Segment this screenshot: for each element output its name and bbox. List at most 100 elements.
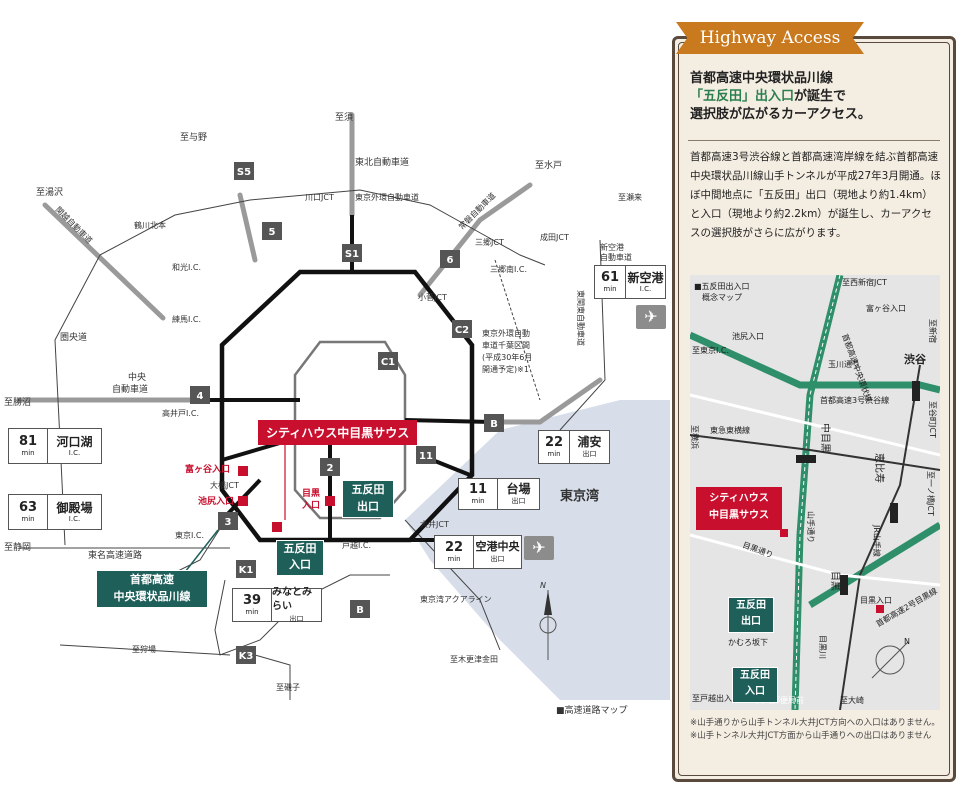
label-tohoku: 東北自動車道 [355,156,409,168]
label-kawaguchi: 川口JCT [305,193,334,202]
label-tsurugashima: 鶴川北本 [134,220,166,230]
shield-k3 [236,646,256,664]
label-aqualine: 東京湾アクアライン [420,594,492,604]
label-shimito: 至水戸 [535,159,562,171]
meguro-marker [325,496,335,506]
shield-4 [190,386,210,404]
box-num: 63 [18,500,38,515]
label-wako: 和光I.C. [172,262,201,272]
label-oi: 大井JCT [420,519,449,529]
label-shi-kisarazu: 至木更津金田 [450,654,498,664]
shield-2-text: 2 [327,463,334,474]
label-tomigaya: 富ヶ谷入口 [185,463,230,475]
compass: N [539,581,557,660]
label-tomei: 東名高速道路 [88,549,142,561]
shield-6-text: 6 [447,255,454,266]
headline-line1: 首都高速中央環状品川線 [690,71,834,86]
label-shi-katsunuma: 至勝沼 [4,396,31,408]
shield-b2-text: B [356,605,364,616]
label-shin-kuko-1: 新空港 [600,242,624,252]
entrance-line1: 五反田 [283,542,317,555]
box-sub: I.C. [68,515,81,523]
exit-line2: 出口 [357,500,379,513]
shield-11-text: 11 [419,451,433,462]
property-label: シティハウス中目黒サウス [258,420,418,445]
gotanda-entrance-label: 五反田入口 [276,540,324,576]
inset-entrance-1: 五反田 [740,670,770,681]
inset-meguro-station [840,575,848,595]
inset-label-kamurozaka: かむろ坂下 [728,637,768,647]
shield-s1-text: S1 [345,249,359,260]
box-dest: みなとみらい [272,587,312,612]
shield-c2 [452,320,472,338]
inset-route3 [690,331,940,394]
label-shisuka: 至須 [335,112,353,123]
label-gaikan-chiba-2: 車道千葉区間 [482,340,530,350]
box-num: 11 [468,482,488,497]
shield-b1 [484,414,504,432]
inset-compass: N [871,637,910,679]
airport-icon-haneda: ✈ [524,536,554,560]
label-shin-kuko-2: 自動車道 [600,252,632,262]
inset-label-tomigaya: 富ヶ谷入口 [866,303,906,313]
inset-label-ebisu: 恵比寿 [873,453,886,483]
shield-k1 [236,560,256,578]
inset-label-shinjuku: 至新宿 [928,319,938,343]
map-caption: ■高速道路マップ [556,706,628,716]
inset-label-yokohama: 至横浜 [690,425,700,449]
inset-jr-line [839,364,921,710]
headline-line2-rest: が誕生で [794,89,847,104]
inset-label-tamagawa: 玉川通り [828,359,860,369]
inset-title-1: ■五反田出入口 [694,281,750,291]
label-gaikan-chiba-1: 東京外環自動 [482,328,530,338]
panel-body: 首都高速3号渋谷線と首都高速湾岸線を結ぶ首都高速中央環状品川線山手トンネルが平成… [690,151,941,239]
box-dest: 御殿場 [56,501,93,515]
box-unit: min [21,449,35,457]
inset-property-marker [780,529,788,537]
box-unit: min [21,515,35,523]
label-togoshi: 戸越I.C. [342,540,371,550]
inset-nakameguro-station [796,455,816,463]
box-sub: 出口 [490,555,505,563]
label-chuo-2: 自動車道 [112,383,148,395]
box-unit: min [447,555,461,563]
inset-property-2: 中目黒サウス [709,510,769,521]
shield-b1-text: B [490,419,498,430]
label-bay: 東京湾 [560,488,599,504]
box-dest: 台場 [506,482,531,496]
label-meguro-2: 入口 [301,500,320,511]
shield-c1-text: C1 [381,357,395,368]
inset-meguro-ramp [876,605,884,613]
label-narita: 成田JCT [540,232,569,242]
box-num: 81 [18,434,38,449]
inset-route2 [808,522,940,608]
headline-highlight: 「五反田」出入口 [690,89,795,104]
label-misato: 三郷JCT [475,238,504,247]
box-sub: I.C. [68,449,81,457]
ikejiri-marker [238,496,248,506]
inset-label-toyoko: 東急東横線 [710,425,750,435]
property-marker [272,522,282,532]
label-tokyo-ic: 東京I.C. [175,530,204,540]
tomigaya-marker [238,466,248,476]
inset-property-1: シティハウス [709,493,769,504]
shinagawa-route-label: 首都高速中央環状品川線 [96,570,208,608]
shield-6 [440,250,460,268]
box-sub: 出口 [582,450,597,458]
label-shi-kawagoe: 至湯沢 [36,186,63,198]
label-gaikan-chiba-4: 開通予定)※1 [482,364,529,374]
label-higashi-kanto: 東関東自動車道 [576,290,586,346]
headline-line3: 選択肢が広がるカーアクセス。 [690,107,871,122]
inset-exit-2: 出口 [741,616,761,627]
panel-headline: 首都高速中央環状品川線 「五反田」出入口が誕生で 選択肢が広がるカーアクセス。 [690,70,940,124]
highway-map-svg: S5 5 S1 6 C2 C1 4 2 11 B 3 K1 B K3 至須 至与… [4,112,670,700]
inset-exit-1: 五反田 [736,600,766,611]
inset-label-osaki-post: 大崎郵便局前 [756,695,804,705]
inset-label-tokyo-ic: 至東京I.C. [692,345,729,355]
